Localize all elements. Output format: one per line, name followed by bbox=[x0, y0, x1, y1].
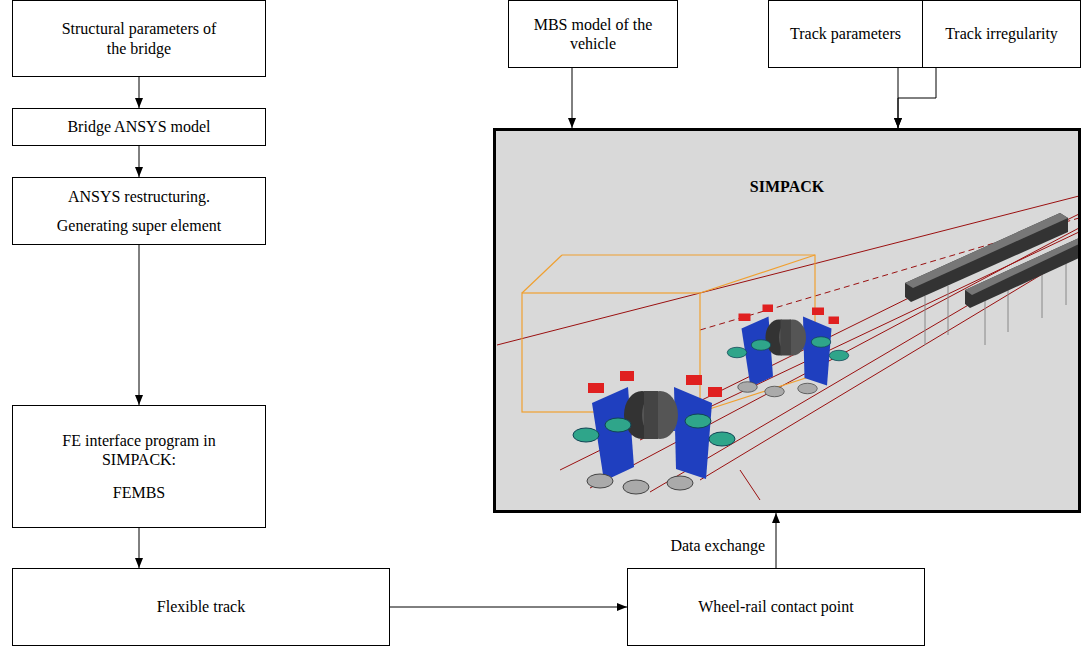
box-text: Track irregularity bbox=[945, 24, 1058, 43]
process-box: Wheel-rail contact point bbox=[627, 568, 925, 646]
bridge-rails bbox=[905, 213, 1068, 288]
box-text: FE interface program in SIMPACK: bbox=[47, 431, 231, 469]
input-box: Track irregularity bbox=[922, 0, 1081, 68]
simpack-box: SIMPACK bbox=[493, 128, 1081, 513]
bridge-rails bbox=[925, 296, 926, 345]
flow-arrow bbox=[139, 528, 140, 568]
bogie bbox=[573, 371, 735, 494]
car-body-wireframe bbox=[522, 255, 562, 293]
input-box: Structural parameters of the bridge bbox=[12, 0, 266, 77]
rail-lines bbox=[740, 470, 760, 500]
box-text: Flexible track bbox=[157, 597, 245, 616]
flow-arrow bbox=[572, 68, 573, 128]
flow-arrow bbox=[139, 245, 140, 405]
box-title: SIMPACK bbox=[750, 177, 824, 196]
process-box: ANSYS restructuring. Generating super ele… bbox=[12, 177, 266, 245]
bridge-rails bbox=[948, 286, 949, 335]
input-box: MBS model of the vehicle bbox=[508, 0, 678, 68]
box-text: Generating super element bbox=[57, 216, 221, 235]
bridge-rails bbox=[1008, 290, 1009, 332]
edge-label: Data exchange bbox=[667, 536, 768, 555]
process-box: FE interface program in SIMPACK: FEMBS bbox=[12, 405, 266, 528]
box-text: MBS model of the vehicle bbox=[519, 15, 667, 53]
bridge-rails bbox=[1042, 275, 1043, 318]
bridge-rails bbox=[905, 213, 1079, 345]
rail-lines bbox=[700, 252, 1079, 480]
box-text: FEMBS bbox=[113, 483, 165, 502]
car-body-wireframe bbox=[562, 255, 815, 375]
flow-arrow bbox=[139, 77, 140, 108]
process-box: Flexible track bbox=[12, 568, 390, 646]
bridge-rails bbox=[985, 300, 986, 345]
box-text: Wheel-rail contact point bbox=[698, 597, 853, 616]
box-text: Bridge ANSYS model bbox=[67, 117, 210, 136]
flow-arrow bbox=[898, 68, 936, 128]
box-text: Structural parameters of the bridge bbox=[53, 19, 225, 57]
flow-arrow bbox=[390, 607, 627, 608]
car-body-wireframe bbox=[522, 293, 700, 412]
box-text: ANSYS restructuring. bbox=[68, 187, 210, 206]
input-box: Track parameters bbox=[768, 0, 923, 68]
rail-lines bbox=[590, 228, 1079, 488]
flow-arrow bbox=[776, 513, 777, 568]
rail-lines bbox=[497, 196, 1079, 500]
bogie bbox=[573, 305, 849, 495]
bridge-rails bbox=[965, 238, 1079, 308]
process-box: Bridge ANSYS model bbox=[12, 108, 266, 146]
simpack-ground bbox=[493, 128, 1081, 513]
box-text: Track parameters bbox=[790, 24, 901, 43]
bogie bbox=[727, 305, 849, 397]
bridge-rails bbox=[1066, 262, 1067, 305]
flow-arrow bbox=[139, 146, 140, 177]
bridge-rails bbox=[965, 238, 1079, 295]
car-body-wireframe bbox=[700, 255, 815, 293]
